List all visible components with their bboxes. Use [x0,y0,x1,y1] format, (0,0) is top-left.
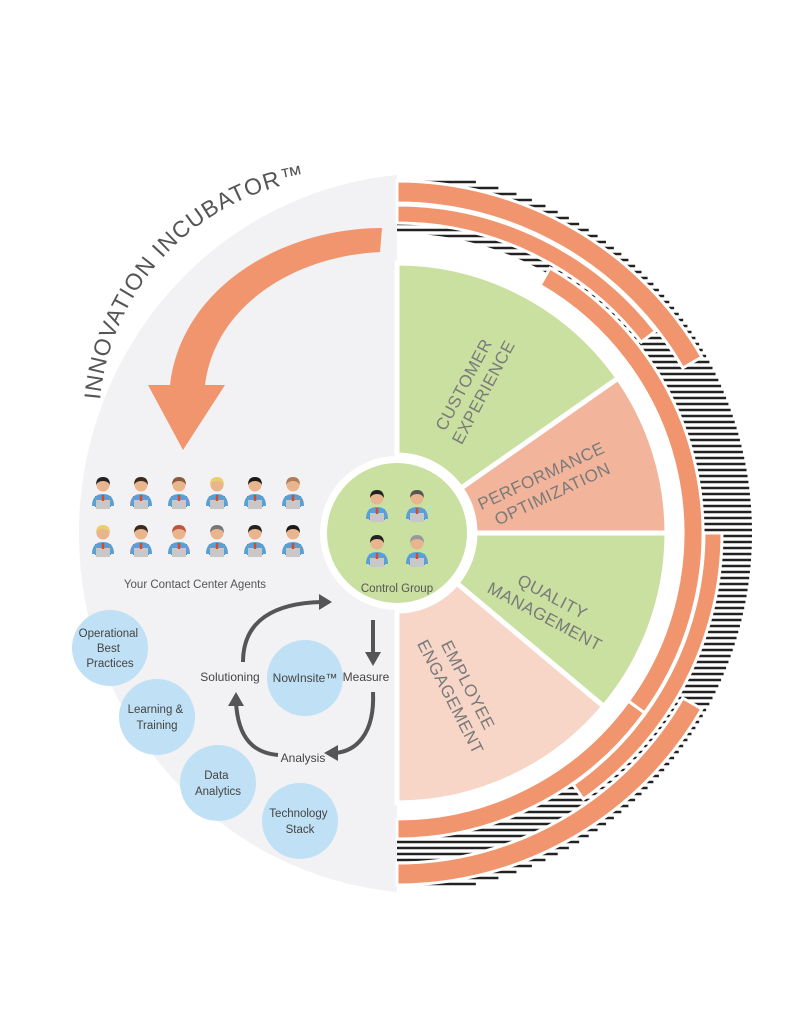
cycle-arrowheads [228,594,381,761]
pie-segment [453,530,670,711]
pillar-bubble-data [180,745,256,821]
agent-figure [244,477,266,509]
pie-segments [394,260,670,806]
cycle-label-analysis: Analysis [281,751,326,765]
pillar-label-operational: Operational Best Practices [79,628,142,670]
nowinsite-bubble [267,640,343,716]
control-agent-figure [406,535,428,567]
orange-band [395,179,704,371]
orange-band [395,699,647,841]
curved-arrow [148,228,382,450]
pillar-bubble-learning [119,679,195,755]
control-group-fill [327,463,467,603]
pillar-bubble-operational [72,610,148,686]
agent-figure [92,525,114,557]
control-agent-figure [366,490,388,522]
control-group-label: Control Group [361,583,433,595]
cycle-arrow-left [234,701,279,757]
agents-grid [92,477,304,557]
agents-label: Your Contact Center Agents [124,579,266,591]
pillar-bubbles: Operational Best Practices Learning & Tr… [72,610,338,859]
orange-band [395,695,704,887]
pie-segment [394,260,622,492]
pillar-bubble-technology [262,783,338,859]
agent-figure [130,525,152,557]
agent-figure [282,525,304,557]
agent-figure [282,477,304,509]
agent-figure [244,525,266,557]
control-group-agents [366,490,428,567]
agent-figure [92,477,114,509]
pillar-label-learning: Learning & Training [128,704,187,732]
orange-arc-bands [395,179,724,887]
agent-figure [168,525,190,557]
pie-segment [457,374,670,536]
pillar-label-data: Data Analytics [195,770,241,798]
cycle-arrow-top [241,600,323,663]
control-agent-figure [366,535,388,567]
nowinsite-label: NowInsite™ [273,671,338,685]
agent-figure [168,477,190,509]
orange-band [395,203,658,345]
pie-segment [394,579,608,806]
agent-figure [206,525,228,557]
pillar-label-technology: Technology Stack [269,808,330,836]
agent-figure [130,477,152,509]
cycle [234,600,376,757]
agent-figure [206,477,228,509]
control-agent-figure [406,490,428,522]
cycle-label-solutioning: Solutioning [200,670,259,684]
cycle-arrow-bottom [333,691,376,755]
cycle-label-measure: Measure [343,670,390,684]
